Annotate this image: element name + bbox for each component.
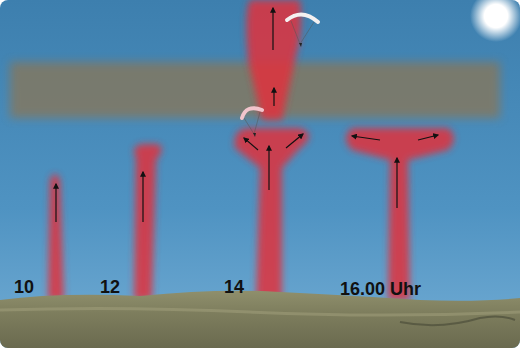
time-label: 16.00 Uhr: [340, 280, 421, 298]
time-label: 14: [224, 278, 244, 296]
time-label: 12: [100, 278, 120, 296]
time-label: 10: [14, 278, 34, 296]
